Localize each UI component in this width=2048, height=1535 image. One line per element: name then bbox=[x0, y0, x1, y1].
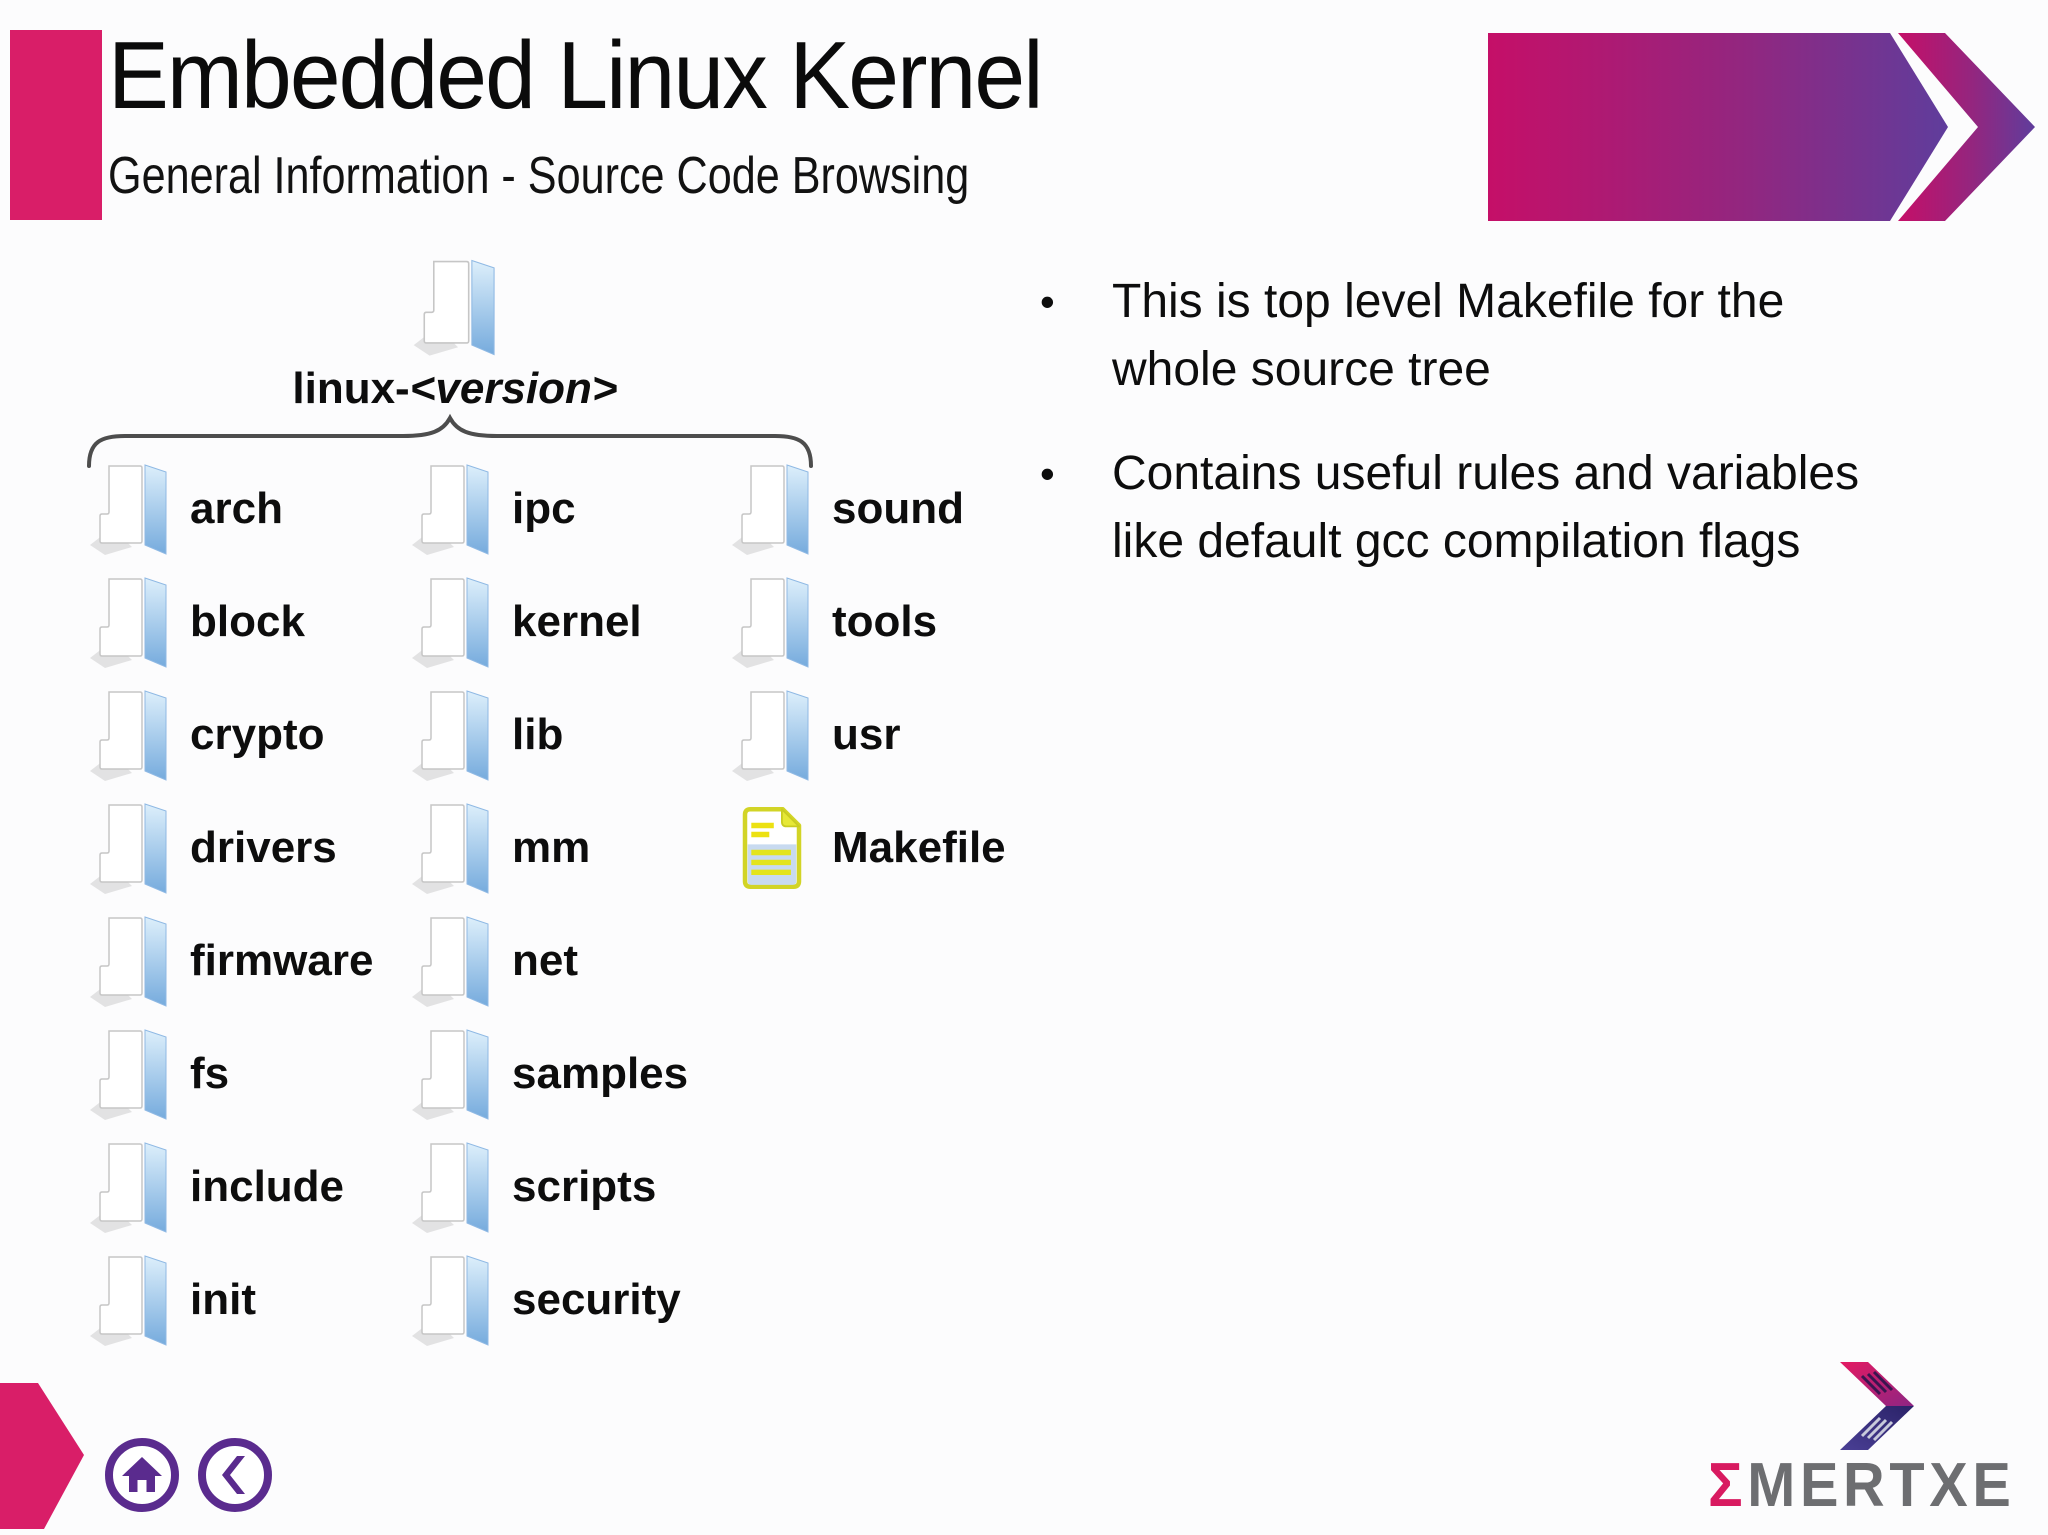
folder-label: block bbox=[190, 596, 305, 646]
file-label: Makefile bbox=[832, 822, 1006, 872]
tree-brace bbox=[87, 413, 813, 468]
tree-node-fs: fs bbox=[78, 1017, 373, 1130]
logo-word: MERTXE bbox=[1747, 1451, 2016, 1520]
tree-node-crypto: crypto bbox=[78, 678, 373, 791]
folder-icon bbox=[78, 1135, 182, 1239]
tree-node-firmware: firmware bbox=[78, 904, 373, 1017]
folder-label: tools bbox=[832, 596, 938, 646]
tree-column-1: arch block crypto drivers firmware fs in… bbox=[78, 452, 373, 1356]
folder-label: net bbox=[512, 935, 578, 985]
folder-label: security bbox=[512, 1274, 681, 1324]
bullet-marker: • bbox=[1040, 450, 1055, 497]
emertxe-chevron-logo bbox=[1840, 1362, 1914, 1450]
folder-label: include bbox=[190, 1161, 345, 1211]
forward-arrows-decoration bbox=[1488, 33, 2035, 221]
page-title: Embedded Linux Kernel bbox=[108, 22, 1043, 129]
folder-label: lib bbox=[512, 709, 564, 759]
folder-label: firmware bbox=[190, 935, 374, 985]
folder-icon bbox=[720, 570, 824, 674]
folder-label: arch bbox=[190, 483, 283, 533]
bullet-list: • This is top level Makefile for the who… bbox=[1040, 268, 1880, 612]
emertxe-logo-text: ΣMERTXE bbox=[1708, 1450, 2015, 1521]
folder-icon bbox=[78, 570, 182, 674]
tree-node-lib: lib bbox=[400, 678, 688, 791]
folder-label: sound bbox=[832, 483, 964, 533]
folder-label: mm bbox=[512, 822, 591, 872]
folder-icon bbox=[400, 683, 504, 787]
tree-node-usr: usr bbox=[720, 678, 1006, 791]
folder-label: ipc bbox=[512, 483, 576, 533]
root-folder-icon bbox=[401, 252, 511, 362]
folder-label: drivers bbox=[190, 822, 337, 872]
tree-node-init: init bbox=[78, 1243, 373, 1356]
tree-node-tools: tools bbox=[720, 565, 1006, 678]
tree-node-arch: arch bbox=[78, 452, 373, 565]
folder-label: samples bbox=[512, 1048, 689, 1098]
folder-label: scripts bbox=[512, 1161, 657, 1211]
tree-column-3: sound tools usr Makefile bbox=[720, 452, 1006, 904]
back-button[interactable] bbox=[198, 1438, 272, 1512]
folder-icon bbox=[400, 1248, 504, 1352]
tree-node-sound: sound bbox=[720, 452, 1006, 565]
folder-label: kernel bbox=[512, 596, 642, 646]
page-subtitle: General Information - Source Code Browsi… bbox=[108, 147, 970, 205]
home-icon bbox=[122, 1457, 162, 1492]
tree-node-net: net bbox=[400, 904, 688, 1017]
folder-label: init bbox=[190, 1274, 256, 1324]
tree-node-scripts: scripts bbox=[400, 1130, 688, 1243]
bullet-text: This is top level Makefile for the whole… bbox=[1112, 275, 1785, 396]
bullet-marker: • bbox=[1040, 278, 1055, 325]
title-accent-bar bbox=[10, 30, 102, 220]
folder-icon bbox=[720, 457, 824, 561]
bullet-text: Contains useful rules and variables like… bbox=[1112, 447, 1860, 568]
footer-accent-pentagon bbox=[0, 1383, 84, 1529]
bullet-item: • This is top level Makefile for the who… bbox=[1040, 268, 1880, 404]
root-folder-label: linux-<version> bbox=[150, 364, 760, 414]
folder-icon bbox=[78, 1022, 182, 1126]
folder-icon bbox=[78, 1248, 182, 1352]
bullet-item: • Contains useful rules and variables li… bbox=[1040, 440, 1880, 576]
tree-node-include: include bbox=[78, 1130, 373, 1243]
folder-icon bbox=[78, 909, 182, 1013]
root-label-prefix: linux- bbox=[292, 364, 410, 413]
tree-node-kernel: kernel bbox=[400, 565, 688, 678]
folder-icon bbox=[400, 1022, 504, 1126]
folder-icon bbox=[720, 683, 824, 787]
back-chevron-icon bbox=[222, 1456, 245, 1494]
tree-node-security: security bbox=[400, 1243, 688, 1356]
tree-column-2: ipc kernel lib mm net samples scripts se… bbox=[400, 452, 688, 1356]
tree-node-samples: samples bbox=[400, 1017, 688, 1130]
folder-icon bbox=[78, 457, 182, 561]
folder-icon bbox=[400, 796, 504, 900]
folder-label: crypto bbox=[190, 709, 325, 759]
home-button[interactable] bbox=[105, 1438, 179, 1512]
folder-icon bbox=[78, 796, 182, 900]
folder-label: fs bbox=[190, 1048, 230, 1098]
folder-icon bbox=[400, 570, 504, 674]
tree-node-mm: mm bbox=[400, 791, 688, 904]
makefile-file-icon bbox=[727, 803, 817, 893]
folder-icon bbox=[400, 457, 504, 561]
root-label-version: <version> bbox=[409, 364, 618, 413]
tree-node-ipc: ipc bbox=[400, 452, 688, 565]
logo-sigma: Σ bbox=[1708, 1451, 1748, 1520]
folder-label: usr bbox=[832, 709, 901, 759]
tree-node-drivers: drivers bbox=[78, 791, 373, 904]
folder-icon bbox=[78, 683, 182, 787]
tree-node-block: block bbox=[78, 565, 373, 678]
folder-icon bbox=[400, 1135, 504, 1239]
tree-node-makefile: Makefile bbox=[720, 791, 1006, 904]
folder-icon bbox=[400, 909, 504, 1013]
